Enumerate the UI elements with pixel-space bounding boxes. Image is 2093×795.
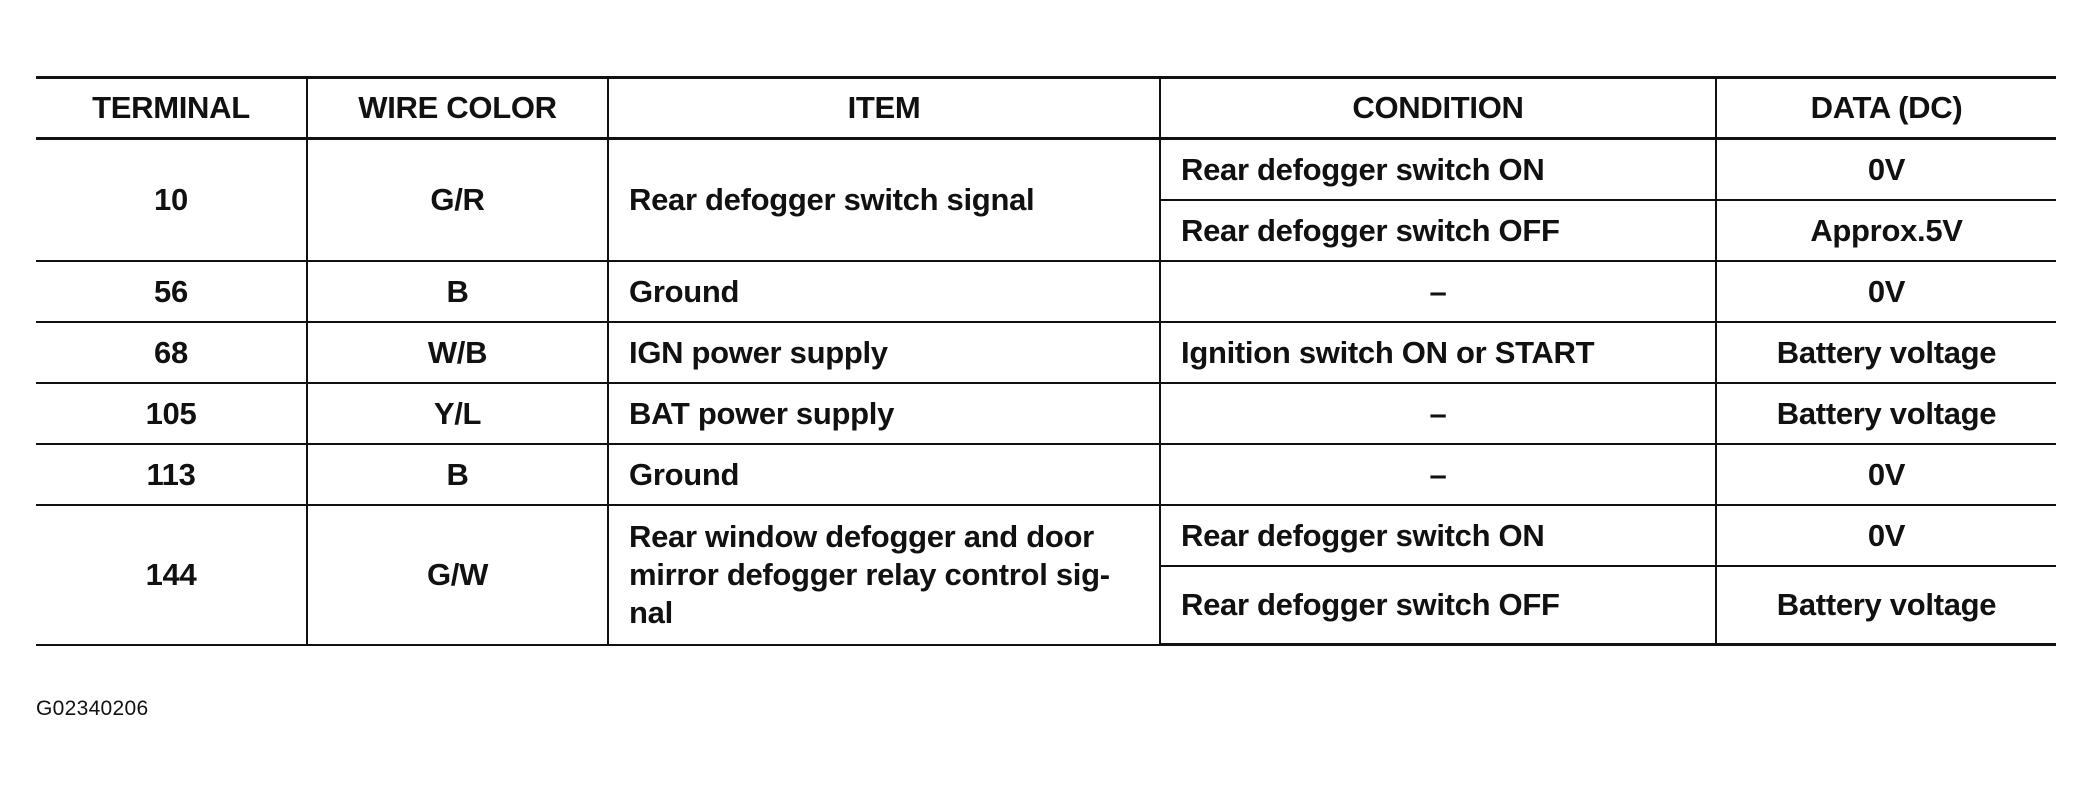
data-cell: Battery voltage [1715, 321, 2056, 384]
table-row: 113 B Ground – 0V [36, 443, 2056, 506]
table-header-row: TERMINAL WIRE COLOR ITEM CONDITION DATA … [36, 76, 2056, 140]
wire-color-cell: G/W [306, 504, 609, 646]
table-row: Rear defogger switch OFF Battery voltage [36, 565, 2056, 646]
header-item: ITEM [607, 76, 1161, 140]
terminal-cell: 113 [36, 443, 308, 506]
table-row: 68 W/B IGN power supply Ignition switch … [36, 321, 2056, 384]
data-cell: 0V [1715, 137, 2056, 201]
table-row: 144 G/W Rear window defogger and door mi… [36, 504, 2056, 646]
condition-cell: Rear defogger switch ON [1159, 137, 1717, 201]
data-cell: 0V [1715, 504, 2056, 567]
item-cell: IGN power supply [607, 321, 1161, 384]
header-condition: CONDITION [1159, 76, 1717, 140]
item-cell: Ground [607, 260, 1161, 323]
data-cell: 0V [1715, 443, 2056, 506]
data-cell: 0V [1715, 260, 2056, 323]
data-cell: Approx.5V [1715, 199, 2056, 262]
table-row: 56 B Ground – 0V [36, 260, 2056, 323]
condition-cell: – [1159, 443, 1717, 506]
condition-cell: – [1159, 382, 1717, 445]
wire-color-cell: B [306, 443, 609, 506]
terminal-cell: 105 [36, 382, 308, 445]
figure-id-label: G02340206 [36, 697, 149, 720]
item-cell: BAT power supply [607, 382, 1161, 445]
condition-cell: – [1159, 260, 1717, 323]
wire-color-cell: G/R [306, 137, 609, 262]
condition-cell: Rear defogger switch OFF [1160, 565, 1717, 646]
wire-color-cell: Y/L [306, 382, 609, 445]
table-row: 105 Y/L BAT power supply – Battery volta… [36, 382, 2056, 445]
table-row: Rear defogger switch OFF Approx.5V [36, 199, 2056, 262]
header-data: DATA (DC) [1715, 76, 2056, 140]
ecu-terminal-table-container: TERMINAL WIRE COLOR ITEM CONDITION DATA … [36, 76, 2056, 646]
data-cell: Battery voltage [1715, 382, 2056, 445]
item-cell: Rear defogger switch signal [607, 137, 1161, 262]
header-wire-color: WIRE COLOR [306, 76, 609, 140]
wire-color-cell: B [306, 260, 609, 323]
wire-color-cell: W/B [306, 321, 609, 384]
condition-cell: Rear defogger switch ON [1159, 504, 1717, 567]
terminal-cell: 56 [36, 260, 308, 323]
item-cell: Ground [607, 443, 1161, 506]
item-cell: Rear window defogger and door mirror def… [607, 504, 1161, 646]
condition-cell: Rear defogger switch OFF [1160, 199, 1717, 262]
data-cell: Battery voltage [1715, 565, 2056, 646]
terminal-cell: 10 [36, 137, 308, 262]
condition-cell: Ignition switch ON or START [1159, 321, 1717, 384]
header-terminal: TERMINAL [36, 76, 308, 140]
terminal-cell: 144 [36, 504, 308, 646]
terminal-cell: 68 [36, 321, 308, 384]
ecu-terminal-table: TERMINAL WIRE COLOR ITEM CONDITION DATA … [36, 76, 2056, 646]
table-row: 10 G/R Rear defogger switch signal Rear … [36, 137, 2056, 262]
